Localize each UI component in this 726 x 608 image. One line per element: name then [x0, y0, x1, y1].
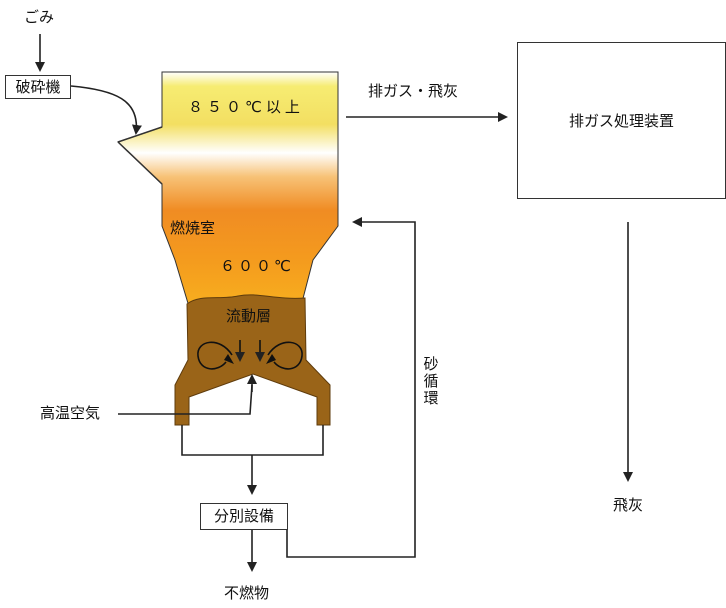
swirl-left-icon [197, 341, 233, 370]
furnace [117, 71, 339, 426]
hot-air-label: 高温空気 [40, 404, 101, 422]
sand-circulation-char: 循 [423, 372, 439, 390]
exhaust-treatment-label: 排ガス処理装置 [568, 112, 674, 130]
fluidized-bed-label: 流動層 [226, 307, 272, 325]
mid-temperature-label: ６００℃ [220, 257, 294, 275]
sand-circulation-char: 環 [423, 389, 439, 407]
combustion-chamber-label: 燃焼室 [170, 219, 216, 237]
hot-air-line [118, 384, 253, 415]
top-temperature-label: ８５０℃以上 [188, 98, 304, 116]
flow-lines [35, 34, 633, 572]
exhaust-treatment-box: 排ガス処理装置 [517, 42, 726, 199]
swirl-right-icon [267, 341, 303, 370]
garbage-label: ごみ [24, 8, 55, 26]
sand-circulation-label: 砂 循 環 [423, 356, 439, 407]
exhaust-fly-ash-label: 排ガス・飛灰 [368, 82, 459, 100]
incombustibles-label: 不燃物 [224, 584, 270, 602]
bed-outlet-line [181, 425, 324, 456]
crusher-box: 破砕機 [5, 75, 71, 99]
fluidized-bed [174, 294, 331, 426]
sand-return-line [286, 217, 416, 558]
fly-ash-label: 飛灰 [613, 496, 644, 514]
separator-box: 分別設備 [200, 503, 288, 530]
sand-circulation-char: 砂 [423, 355, 439, 373]
crusher-to-furnace-arrow [70, 85, 142, 135]
